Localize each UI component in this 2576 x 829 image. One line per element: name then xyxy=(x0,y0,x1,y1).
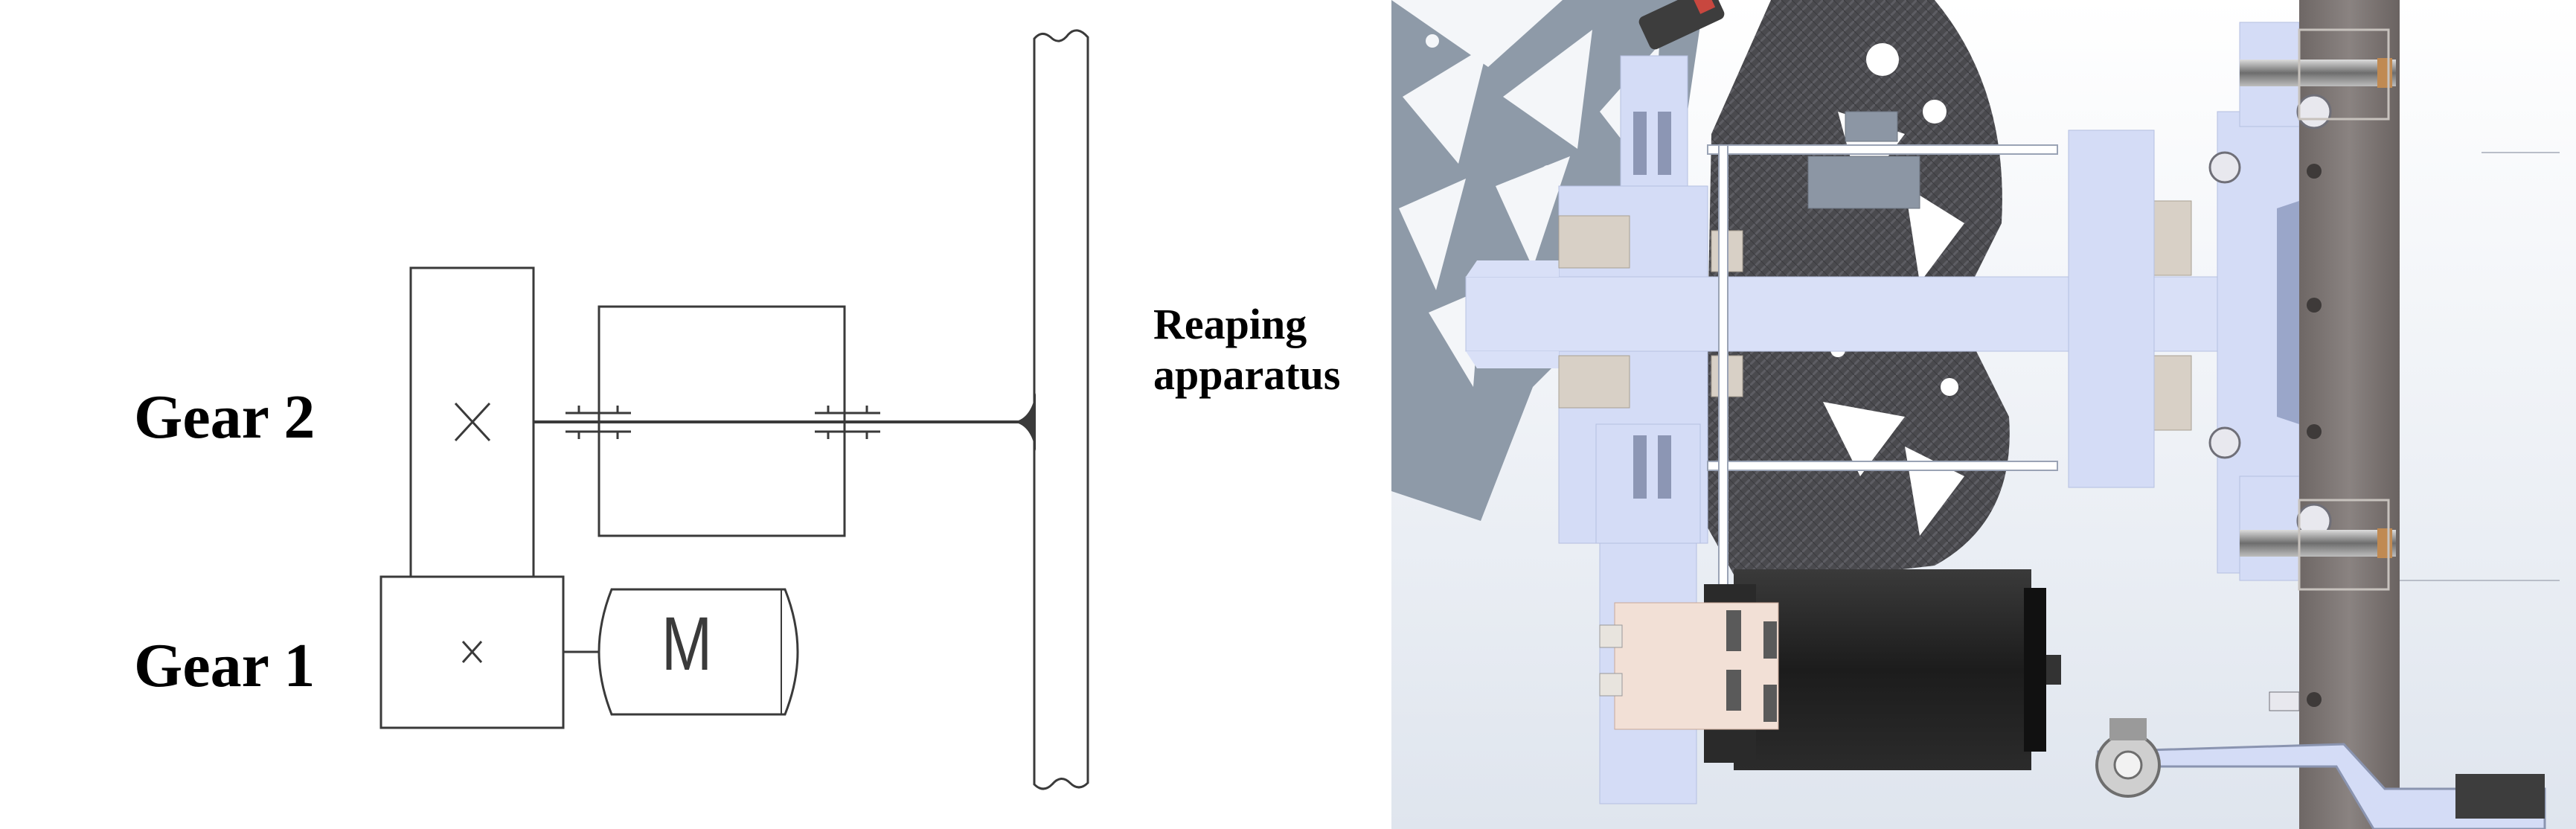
cad-rendering xyxy=(1391,0,2576,829)
reaping-label-line1: Reaping xyxy=(1153,300,1307,348)
schematic-diagram xyxy=(379,29,1089,790)
sensor xyxy=(1638,0,1725,50)
bottom-bracket xyxy=(2095,691,2546,829)
hub-flange xyxy=(2068,22,2300,581)
bearing-left-icon xyxy=(565,406,631,439)
ghost-marks xyxy=(2400,152,2560,581)
shaft-flare xyxy=(1012,393,1036,451)
gear2-cross-icon xyxy=(454,402,491,442)
bearing-blocks xyxy=(1558,200,2192,431)
gear1-cross-icon xyxy=(461,641,483,663)
motor-label: M xyxy=(661,601,712,686)
gear1-label: Gear 1 xyxy=(134,631,315,700)
carbon-bracket xyxy=(1807,156,1920,209)
plate-bolts xyxy=(2307,164,2322,707)
gear2-label: Gear 2 xyxy=(134,383,315,452)
motor-body xyxy=(597,588,799,716)
tie-rods xyxy=(1707,144,2058,592)
reaping-drum xyxy=(1033,29,1089,790)
long-bolts xyxy=(2240,28,2396,591)
cad-motor xyxy=(1704,569,2061,770)
mount-plate xyxy=(2299,0,2400,829)
bearing-right-icon xyxy=(815,406,880,439)
reaping-label-line2: apparatus xyxy=(1153,351,1340,399)
coupling xyxy=(1599,602,1779,730)
